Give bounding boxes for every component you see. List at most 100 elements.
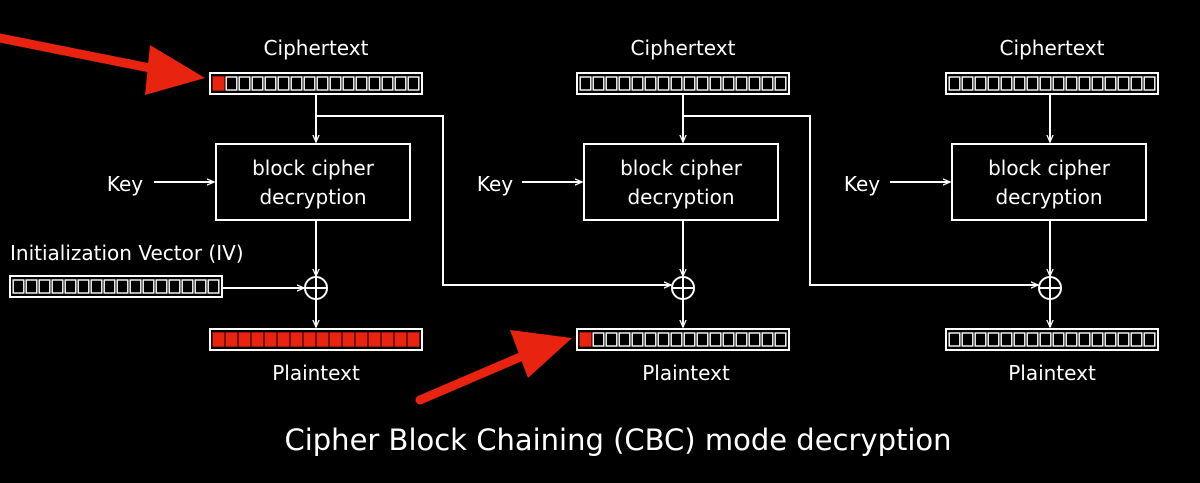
ciphertext-label: Ciphertext bbox=[264, 36, 369, 60]
byte-cell bbox=[251, 332, 264, 347]
ciphertext-block bbox=[209, 72, 423, 95]
byte-cell bbox=[181, 279, 194, 294]
diagram-title: Cipher Block Chaining (CBC) mode decrypt… bbox=[284, 423, 951, 457]
byte-cell bbox=[948, 332, 961, 347]
plaintext-block bbox=[209, 328, 423, 351]
byte-cell bbox=[631, 332, 644, 347]
cipher-box-line-1: block cipher bbox=[620, 156, 743, 180]
byte-cell bbox=[1065, 76, 1078, 91]
plaintext-label: Plaintext bbox=[272, 361, 360, 385]
byte-cell bbox=[342, 332, 355, 347]
byte-cell bbox=[1117, 76, 1130, 91]
byte-cell bbox=[329, 76, 342, 91]
byte-cell bbox=[1013, 332, 1026, 347]
byte-cell bbox=[761, 332, 774, 347]
byte-cell bbox=[1026, 332, 1039, 347]
byte-cell bbox=[264, 76, 277, 91]
byte-cell bbox=[696, 332, 709, 347]
byte-cell bbox=[77, 279, 90, 294]
byte-cell bbox=[207, 279, 220, 294]
byte-cell bbox=[761, 76, 774, 91]
byte-cell bbox=[670, 332, 683, 347]
byte-cell bbox=[64, 279, 77, 294]
block-3: Ciphertext Key block cipher decryption P… bbox=[844, 36, 1159, 385]
byte-cell bbox=[722, 332, 735, 347]
red-arrow-icon bbox=[0, 33, 205, 95]
byte-cell bbox=[1052, 76, 1065, 91]
byte-cell bbox=[722, 76, 735, 91]
byte-cell bbox=[618, 332, 631, 347]
byte-cell bbox=[342, 76, 355, 91]
byte-cell bbox=[129, 279, 142, 294]
xor-icon bbox=[304, 276, 328, 300]
byte-cell bbox=[316, 76, 329, 91]
cipher-box-line-2: decryption bbox=[259, 185, 366, 209]
byte-cell bbox=[212, 332, 225, 347]
byte-cell bbox=[290, 76, 303, 91]
ciphertext-block bbox=[945, 72, 1159, 95]
byte-cell bbox=[709, 332, 722, 347]
byte-cell bbox=[329, 332, 342, 347]
byte-cell bbox=[961, 76, 974, 91]
byte-cell bbox=[142, 279, 155, 294]
byte-cell bbox=[1091, 76, 1104, 91]
byte-cell bbox=[1052, 332, 1065, 347]
block-cipher-decryption-box bbox=[951, 143, 1147, 221]
ciphertext-block bbox=[576, 72, 790, 95]
chain-line bbox=[683, 115, 1038, 285]
ciphertext-label: Ciphertext bbox=[1000, 36, 1105, 60]
byte-cell bbox=[355, 76, 368, 91]
byte-cell bbox=[605, 332, 618, 347]
plaintext-label: Plaintext bbox=[1008, 361, 1096, 385]
byte-cell bbox=[51, 279, 64, 294]
byte-cell bbox=[961, 332, 974, 347]
byte-cell bbox=[38, 279, 51, 294]
byte-cell bbox=[116, 279, 129, 294]
block-1: Ciphertext Key block cipher decryption I… bbox=[9, 36, 423, 385]
cipher-box-line-2: decryption bbox=[995, 185, 1102, 209]
byte-cell bbox=[168, 279, 181, 294]
byte-cell bbox=[1078, 76, 1091, 91]
byte-cell bbox=[1130, 332, 1143, 347]
block-cipher-decryption-box bbox=[583, 143, 779, 221]
byte-cell bbox=[683, 332, 696, 347]
byte-cell bbox=[774, 332, 787, 347]
cipher-box-line-1: block cipher bbox=[988, 156, 1111, 180]
byte-cell bbox=[316, 332, 329, 347]
connector-lines bbox=[154, 94, 1050, 327]
byte-cell bbox=[592, 76, 605, 91]
byte-cell bbox=[735, 76, 748, 91]
block-cipher-decryption-box bbox=[215, 143, 411, 221]
byte-cell bbox=[225, 76, 238, 91]
plaintext-block bbox=[945, 328, 1159, 351]
chain-line bbox=[316, 115, 671, 285]
byte-cell bbox=[1039, 332, 1052, 347]
byte-cell bbox=[579, 76, 592, 91]
byte-cell bbox=[592, 332, 605, 347]
byte-cell bbox=[1026, 76, 1039, 91]
byte-cell bbox=[251, 76, 264, 91]
byte-cell bbox=[1130, 76, 1143, 91]
byte-cell bbox=[264, 332, 277, 347]
byte-cell bbox=[381, 76, 394, 91]
byte-cell bbox=[277, 332, 290, 347]
byte-cell bbox=[290, 332, 303, 347]
byte-cell bbox=[1000, 76, 1013, 91]
byte-cell bbox=[355, 332, 368, 347]
byte-cell bbox=[1039, 76, 1052, 91]
byte-cell bbox=[987, 332, 1000, 347]
key-label: Key bbox=[477, 172, 513, 196]
byte-cell bbox=[1117, 332, 1130, 347]
plaintext-block bbox=[576, 328, 790, 351]
byte-cell bbox=[194, 279, 207, 294]
byte-cell bbox=[748, 76, 761, 91]
byte-cell bbox=[1065, 332, 1078, 347]
byte-cell bbox=[644, 76, 657, 91]
byte-cell bbox=[12, 279, 25, 294]
byte-cell bbox=[394, 332, 407, 347]
byte-cell bbox=[1104, 332, 1117, 347]
byte-cell bbox=[277, 76, 290, 91]
byte-cell bbox=[618, 76, 631, 91]
byte-cell bbox=[948, 76, 961, 91]
